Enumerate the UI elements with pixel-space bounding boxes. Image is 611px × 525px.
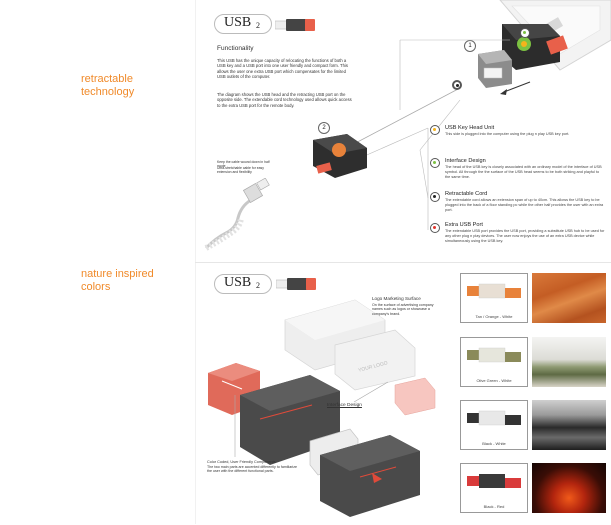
marker-1: 1	[464, 40, 476, 52]
photo-black-forest	[532, 400, 606, 450]
interface-design-label: Interface Design	[327, 403, 362, 408]
bottom-logo-usb-icon	[276, 278, 316, 290]
feature-dot-head-unit	[430, 125, 440, 135]
leader-lines	[360, 39, 510, 230]
bottom-logo: USB 2	[214, 274, 272, 294]
variant-black-red: Black - Red	[460, 463, 528, 513]
feature-extra-port-desc: The extendable USB port provides the USB…	[445, 229, 605, 243]
variant-black-red-label: Black - Red	[483, 504, 505, 509]
feature-head-unit-desc: This side is plugged into the computer u…	[445, 132, 570, 136]
feature-head-unit-title: USB Key Head Unit	[445, 125, 495, 131]
variant-olive-green-label: Olive Green - White	[476, 378, 512, 383]
retract-arrow	[500, 81, 531, 95]
feature-interface: Interface Design The head of the USB key…	[445, 158, 605, 180]
top-logo: USB 2	[214, 14, 272, 34]
top-logo-usb-icon	[275, 19, 315, 31]
interface-leader-line	[353, 381, 389, 403]
section-divider	[195, 262, 611, 263]
feature-dot-extra-port	[430, 223, 440, 233]
coiled-cable-illustration	[204, 178, 270, 251]
variant-black-white-label: Black - White	[482, 441, 506, 446]
functionality-para1: This USB has the unique capacity of relo…	[217, 58, 348, 80]
functionality-para2: The diagram shows the USB head and the r…	[217, 92, 352, 108]
color-coded-title: Color Coded, User Friendly Components	[207, 460, 276, 464]
assembled-usb-illustration	[208, 363, 420, 517]
top-logo-sub: 2	[256, 21, 260, 30]
feature-cord-desc: The extendable cord allows an extension …	[445, 198, 604, 212]
note-2: Ultra-stretchable cable for easy extensi…	[217, 166, 264, 174]
variant-black-red-illustration	[467, 474, 521, 488]
feature-cord-title: Retractable Cord	[445, 191, 488, 197]
color-coded-leader-line	[234, 395, 236, 457]
logo-surface-desc: On the surface of advertising company na…	[372, 303, 434, 316]
variant-black-white-illustration	[467, 410, 521, 426]
photo-grass-plants	[532, 337, 606, 387]
feature-dot-cord	[430, 192, 440, 202]
marker-2: 2	[318, 122, 330, 134]
cable-line	[347, 87, 461, 148]
side-label-retractable: retractable technology	[81, 73, 135, 98]
photo-desert-dunes	[532, 273, 606, 323]
bottom-logo-text: USB	[224, 275, 252, 290]
note-1: Keep the cable wound down in half mode	[217, 160, 270, 168]
feature-interface-desc: The head of the USB key is closely assoc…	[445, 165, 602, 179]
feature-extra-port-title: Extra USB Port	[445, 222, 483, 228]
side-label-nature-colors: nature inspired colors	[81, 268, 154, 293]
marker-dot-black	[452, 80, 462, 90]
variant-black-white: Black - White	[460, 400, 528, 450]
exploded-cap-illustration	[284, 299, 436, 416]
variant-olive-green: Olive Green - White	[460, 337, 528, 387]
feature-cord: Retractable Cord The extendable cord all…	[445, 191, 605, 213]
variant-tan-orange: Tan / Orange - White	[460, 273, 528, 323]
marker-dot-green	[520, 28, 530, 38]
usb-extra-port-illustration	[313, 134, 367, 178]
feature-interface-title: Interface Design	[445, 158, 486, 164]
variant-tan-orange-illustration	[467, 283, 521, 299]
functionality-title: Functionality	[217, 45, 254, 52]
feature-head-unit: USB Key Head Unit This side is plugged i…	[445, 125, 605, 137]
variant-olive-green-illustration	[467, 347, 521, 363]
color-coded-desc: The two main parts are accented differen…	[207, 465, 298, 474]
feature-dot-interface	[430, 158, 440, 168]
logo-surface-title: Logo Marketing Surface	[372, 296, 421, 301]
bottom-logo-sub: 2	[256, 281, 260, 290]
usb-head-unit-illustration	[478, 24, 568, 88]
feature-extra-port: Extra USB Port The extendable USB port p…	[445, 222, 605, 244]
top-logo-text: USB	[224, 15, 252, 30]
variant-tan-orange-label: Tan / Orange - White	[475, 314, 513, 319]
photo-lava	[532, 463, 606, 513]
